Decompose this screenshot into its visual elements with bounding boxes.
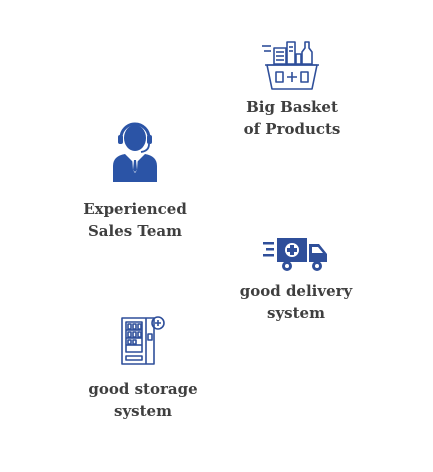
feature-label-line: good delivery (239, 282, 353, 300)
feature-delivery-system: good delivery system (226, 234, 366, 324)
feature-big-basket: Big Basket of Products (226, 38, 358, 140)
basket-of-products-icon (262, 41, 319, 90)
feature-label-line: of Products (243, 120, 341, 138)
feature-label-line: system (114, 402, 172, 420)
feature-label-line: system (267, 304, 325, 322)
sales-agent-headset-icon (113, 122, 157, 182)
feature-label-line: Sales Team (87, 222, 183, 240)
delivery-truck-icon (263, 238, 327, 271)
storage-cabinet-icon (121, 316, 165, 365)
feature-storage-system: good storage system (68, 314, 218, 422)
feature-label-line: Big Basket (246, 98, 338, 116)
feature-label-line: good storage (88, 380, 198, 398)
feature-sales-team: Experienced Sales Team (60, 120, 210, 242)
feature-label-line: Experienced (83, 200, 187, 218)
